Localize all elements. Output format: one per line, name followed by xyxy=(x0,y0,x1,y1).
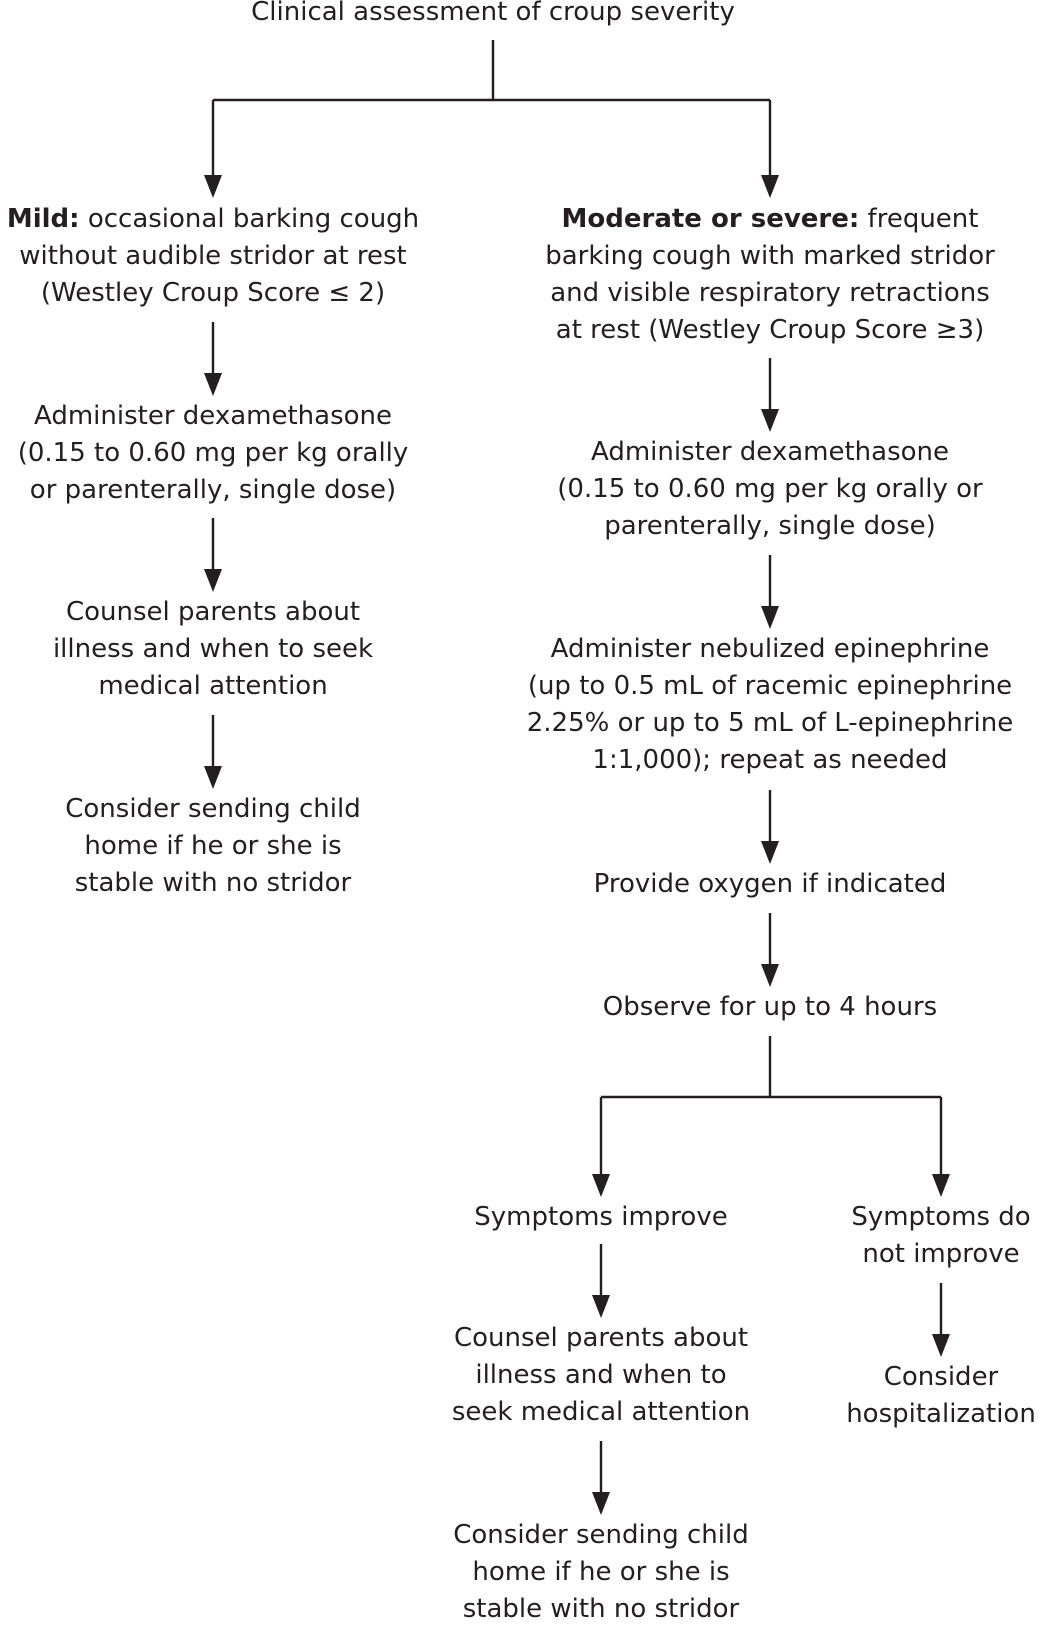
arrowhead-not-improve-hosp xyxy=(932,1334,950,1357)
mild-text-1: occasional barking cough xyxy=(87,204,420,234)
severe-epi-line-1: Administer nebulized epinephrine xyxy=(550,634,990,664)
improve-home-line-2: home if he or she is xyxy=(472,1557,730,1587)
arrowhead-to-severe xyxy=(761,175,779,198)
severe-epi-line-2: (up to 0.5 mL of racemic epinephrine xyxy=(527,671,1013,701)
severe-line-1: Moderate or severe: frequent xyxy=(530,201,1010,238)
hospitalization-node: Consider hospitalization xyxy=(836,1359,1040,1433)
mild-line-1: Mild: occasional barking cough xyxy=(0,201,433,238)
mild-label: Mild: xyxy=(6,204,80,234)
improve-counsel-line-3: seek medical attention xyxy=(451,1397,751,1427)
severe-observe-text: Observe for up to 4 hours xyxy=(602,992,938,1022)
arrowhead-improve-counsel xyxy=(592,1295,610,1318)
improve-counsel-line-2: illness and when to xyxy=(475,1360,727,1390)
title-node: Clinical assessment of croup severity xyxy=(93,0,893,31)
improve-home-line-1: Consider sending child xyxy=(453,1520,749,1550)
severe-line-3: and visible respiratory retractions xyxy=(550,278,990,308)
arrowhead-to-improve xyxy=(592,1174,610,1197)
mild-dexamethasone-node: Administer dexamethasone (0.15 to 0.60 m… xyxy=(3,398,423,509)
severe-epi-line-3: 2.25% or up to 5 mL of L-epinephrine xyxy=(526,708,1014,738)
severe-epinephrine-node: Administer nebulized epinephrine (up to … xyxy=(520,631,1020,779)
improve-node: Symptoms improve xyxy=(421,1199,781,1236)
arrowhead-mild-home xyxy=(204,766,222,789)
mild-counsel-line-2: illness and when to seek xyxy=(52,634,374,664)
hospitalization-line-2: hospitalization xyxy=(846,1399,1036,1429)
not-improve-node: Symptoms do not improve xyxy=(836,1199,1040,1273)
title-text: Clinical assessment of croup severity xyxy=(251,0,735,27)
improve-counsel-line-1: Counsel parents about xyxy=(453,1323,749,1353)
mild-home-line-3: stable with no stridor xyxy=(74,868,352,898)
improve-counsel-node: Counsel parents about illness and when t… xyxy=(421,1320,781,1431)
severe-dexa-line-3: parenterally, single dose) xyxy=(604,511,936,541)
not-improve-line-2: not improve xyxy=(862,1239,1020,1269)
severe-observe-node: Observe for up to 4 hours xyxy=(530,989,1010,1026)
severe-dexa-line-2: (0.15 to 0.60 mg per kg orally or xyxy=(557,474,983,504)
improve-home-line-3: stable with no stridor xyxy=(462,1594,740,1624)
severe-line-2: barking cough with marked stridor xyxy=(545,241,995,271)
mild-home-line-1: Consider sending child xyxy=(65,794,361,824)
mild-counsel-node: Counsel parents about illness and when t… xyxy=(3,594,423,705)
severe-oxygen-text: Provide oxygen if indicated xyxy=(593,869,947,899)
arrowhead-mild-dexa xyxy=(204,373,222,396)
arrowhead-severe-observe xyxy=(761,964,779,987)
severe-line-4: at rest (Westley Croup Score ≥3) xyxy=(555,315,985,345)
severe-text-1: frequent xyxy=(867,204,979,234)
arrowhead-improve-home xyxy=(592,1492,610,1515)
arrowhead-severe-oxygen xyxy=(761,841,779,864)
severe-severity-node: Moderate or severe: frequent barking cou… xyxy=(530,201,1010,349)
improve-send-home-node: Consider sending child home if he or she… xyxy=(421,1517,781,1628)
severe-epi-line-4: 1:1,000); repeat as needed xyxy=(592,745,948,775)
mild-counsel-line-3: medical attention xyxy=(98,671,328,701)
arrowhead-severe-epi xyxy=(761,606,779,629)
severe-label: Moderate or severe: xyxy=(561,204,860,234)
mild-dexa-line-3: or parenterally, single dose) xyxy=(29,475,397,505)
mild-home-line-2: home if he or she is xyxy=(84,831,342,861)
mild-counsel-line-1: Counsel parents about xyxy=(65,597,361,627)
arrowhead-to-mild xyxy=(204,175,222,198)
not-improve-line-1: Symptoms do xyxy=(851,1202,1031,1232)
severe-dexa-line-1: Administer dexamethasone xyxy=(591,437,949,467)
arrowhead-mild-counsel xyxy=(204,569,222,592)
severe-dexamethasone-node: Administer dexamethasone (0.15 to 0.60 m… xyxy=(530,434,1010,545)
arrowhead-severe-dexa xyxy=(761,409,779,432)
mild-dexa-line-2: (0.15 to 0.60 mg per kg orally xyxy=(17,438,409,468)
improve-text: Symptoms improve xyxy=(474,1202,728,1232)
hospitalization-line-1: Consider xyxy=(883,1362,999,1392)
mild-dexa-line-1: Administer dexamethasone xyxy=(34,401,392,431)
mild-line-3: (Westley Croup Score ≤ 2) xyxy=(40,278,386,308)
mild-send-home-node: Consider sending child home if he or she… xyxy=(3,791,423,902)
mild-line-2: without audible stridor at rest xyxy=(19,241,407,271)
arrowhead-to-not-improve xyxy=(932,1174,950,1197)
severe-oxygen-node: Provide oxygen if indicated xyxy=(530,866,1010,903)
mild-severity-node: Mild: occasional barking cough without a… xyxy=(0,201,433,312)
